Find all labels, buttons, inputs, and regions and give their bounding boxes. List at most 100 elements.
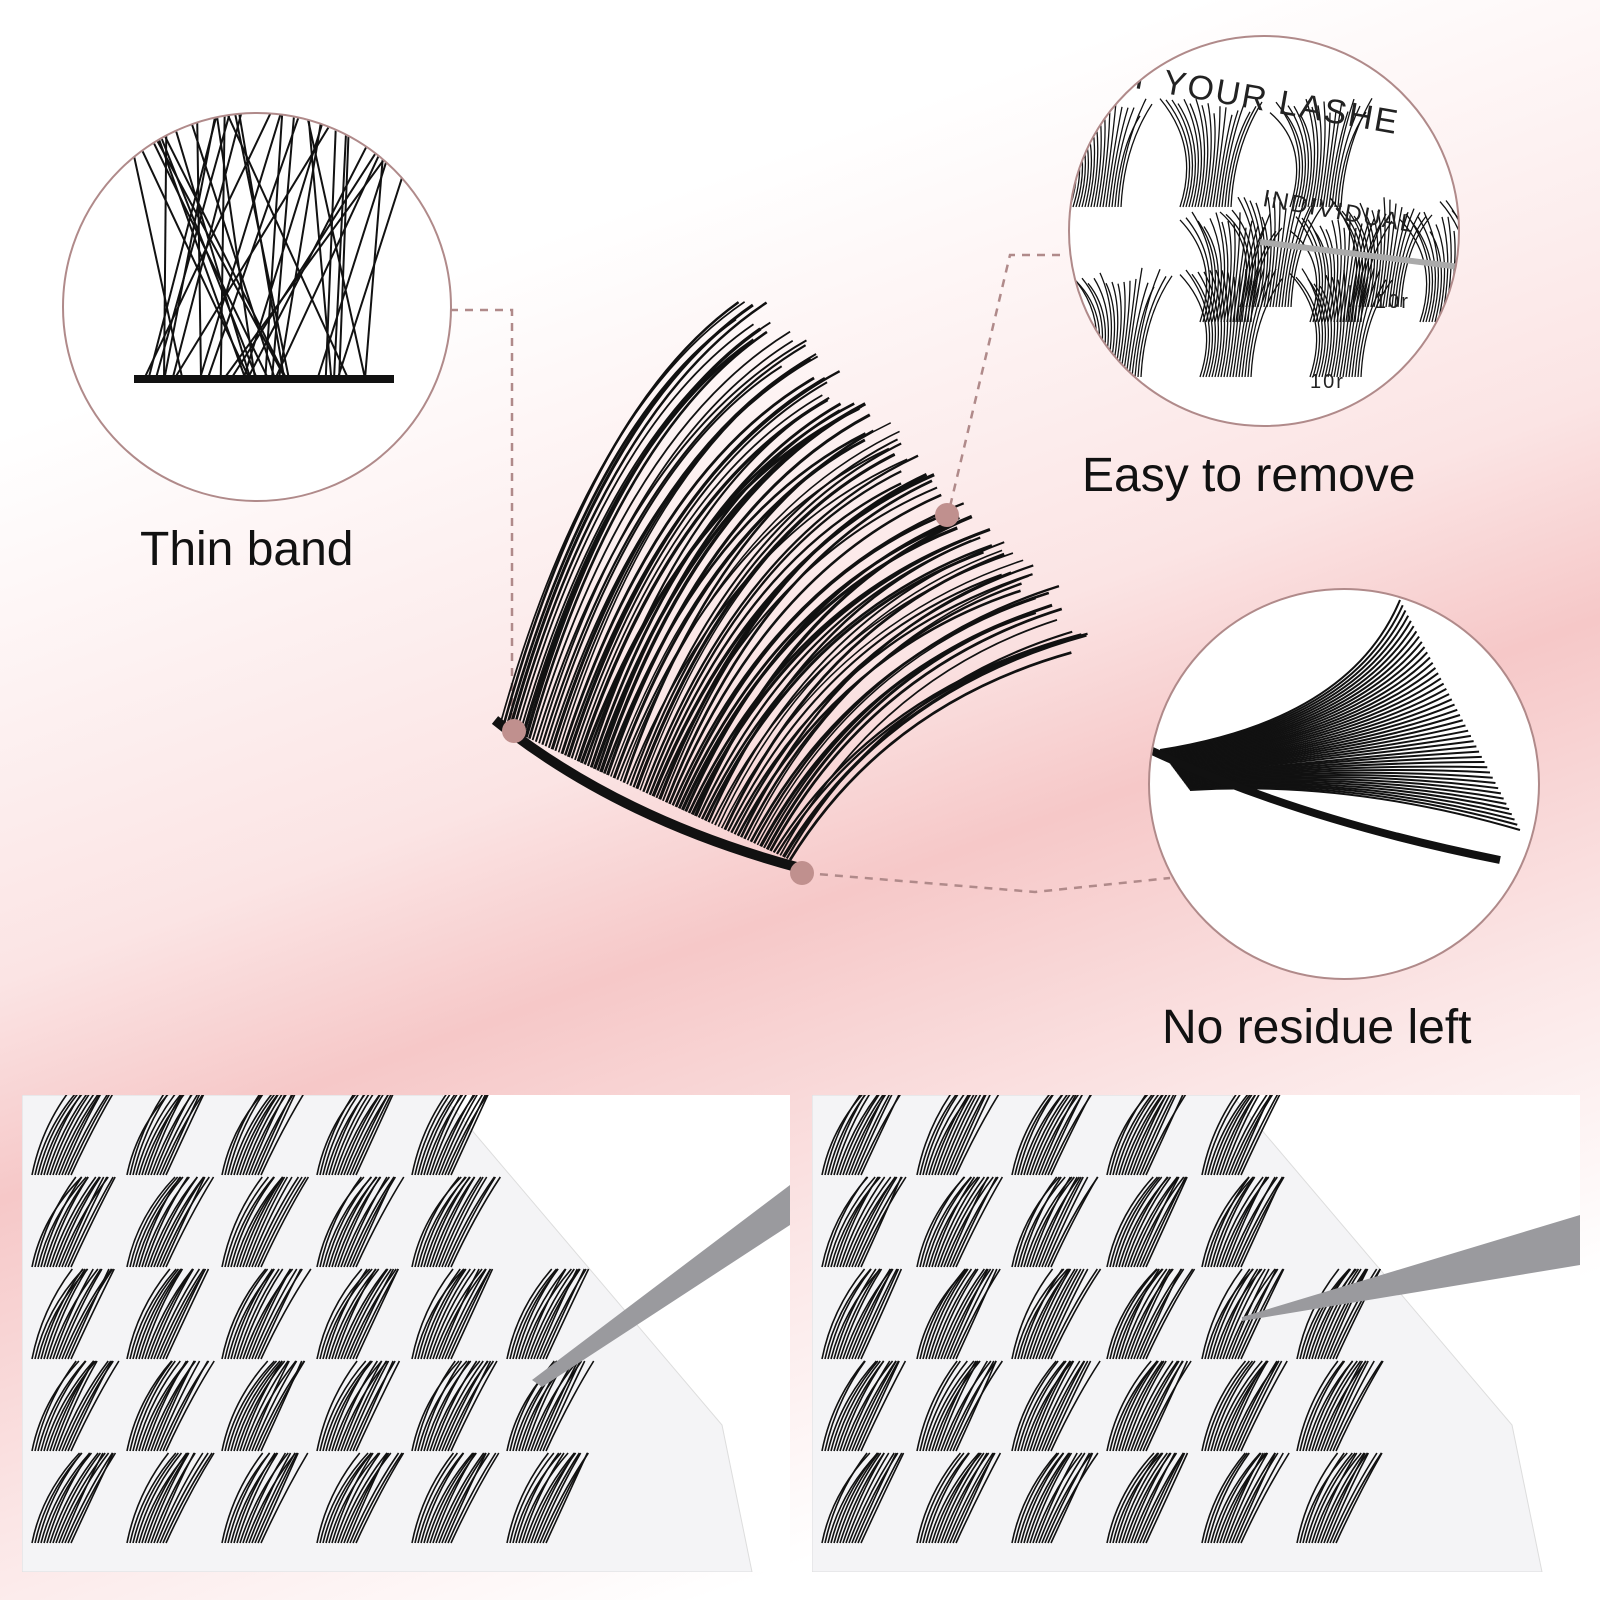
lash-strand — [717, 549, 1003, 827]
lash-strand — [916, 1452, 962, 1544]
lash-strand — [934, 1360, 977, 1452]
lash-strand — [756, 597, 1036, 846]
lash-strand — [1201, 1095, 1237, 1176]
lash-strand — [925, 1268, 969, 1360]
lash-strand — [1178, 740, 1474, 776]
lash-strand — [170, 114, 252, 380]
lash-strand — [257, 1452, 299, 1544]
lash-strand — [316, 1095, 357, 1176]
lash-strand — [352, 1095, 392, 1176]
lash-strand — [821, 1452, 871, 1544]
lash-strand — [1106, 1360, 1152, 1452]
lash-strand — [444, 1095, 488, 1176]
lash-strand — [1142, 1095, 1187, 1176]
lash-strand — [1085, 97, 1096, 208]
lash-strand — [824, 1360, 866, 1452]
lash-strand — [414, 1268, 465, 1360]
lash-strand — [417, 1268, 461, 1360]
lash-strand — [1452, 283, 1458, 323]
lash-strand — [857, 1095, 901, 1176]
lash-strand — [52, 1452, 102, 1544]
lash-strand — [542, 1268, 586, 1360]
lash-strand — [349, 1268, 395, 1360]
lash-strand — [1329, 1360, 1375, 1452]
lash-strand — [1159, 599, 1401, 751]
lash-strand — [233, 1095, 276, 1176]
lash-strand — [518, 1268, 567, 1360]
lash-strand — [1391, 208, 1415, 308]
lash-strand — [1250, 227, 1283, 323]
lash-strand — [154, 114, 231, 380]
lash-strand — [1050, 1095, 1092, 1176]
lash-strand — [1207, 1268, 1251, 1360]
lash-strand — [420, 1095, 458, 1176]
lash-strand — [37, 1176, 87, 1268]
lash-strand — [769, 607, 1063, 852]
lash-strand — [1328, 111, 1349, 208]
lash-strand — [432, 1452, 477, 1544]
lash-strand — [1224, 111, 1251, 208]
lash-strand — [1385, 206, 1403, 308]
lash-strand — [55, 1176, 101, 1268]
lash-strand — [1035, 1452, 1078, 1544]
lash-strand — [1329, 1452, 1378, 1544]
lash-strand — [257, 1176, 307, 1268]
lash-strand — [839, 1095, 880, 1176]
lash-strand — [955, 1360, 997, 1452]
lash-strand — [55, 1360, 98, 1452]
lash-strand — [788, 651, 1072, 861]
lash-strand — [153, 1360, 195, 1452]
lash-strand — [937, 1176, 986, 1268]
lash-strand — [153, 1452, 195, 1544]
lash-strand — [224, 1095, 261, 1176]
lash-strand — [1032, 1268, 1076, 1360]
lash-strand — [1017, 1452, 1064, 1544]
lash-strand — [1029, 1176, 1072, 1268]
lash-strand — [1172, 693, 1450, 768]
lash-strand — [1313, 283, 1330, 378]
lash-strand — [952, 1176, 998, 1268]
lash-strand — [144, 1452, 190, 1544]
lash-strand — [952, 1452, 995, 1544]
lash-strand — [257, 1360, 306, 1452]
lash-strand — [1081, 277, 1104, 378]
lash-strand — [1014, 1176, 1058, 1268]
lash-strand — [1160, 604, 1404, 752]
lash-strand — [955, 1095, 1000, 1176]
lash-strand — [1109, 1095, 1147, 1176]
lash-strand — [337, 1268, 388, 1360]
lash-strand — [31, 1360, 80, 1452]
lash-strand — [1020, 1452, 1065, 1544]
lash-strand — [830, 1268, 881, 1360]
lash-strand — [1108, 107, 1129, 208]
lash-strand — [1238, 270, 1259, 378]
lash-strand — [126, 1176, 176, 1268]
tweezers — [1242, 1215, 1580, 1321]
lash-strand — [1115, 1176, 1163, 1268]
lash-strand — [1176, 724, 1466, 773]
lash-strand — [1216, 1360, 1268, 1452]
lash-strand — [1241, 268, 1265, 378]
lash-strand — [1075, 280, 1101, 378]
lash-strand — [340, 1360, 383, 1452]
lash-strand — [1106, 1452, 1155, 1544]
lash-strand — [955, 1268, 998, 1360]
lash-strand — [233, 1452, 276, 1544]
lash-strand — [1218, 110, 1239, 208]
lash-strand — [860, 1360, 907, 1452]
lash-strand — [141, 1268, 184, 1360]
lash-strand — [135, 1176, 184, 1268]
lash-strand — [1334, 105, 1361, 208]
callout-dot-residue — [790, 861, 814, 885]
lash-strand — [700, 544, 993, 820]
lash-strand — [251, 1452, 296, 1544]
lash-strand — [1150, 746, 1501, 864]
lash-strand — [1050, 1268, 1102, 1360]
lash-strand — [1326, 1360, 1369, 1452]
lash-strand — [1087, 282, 1107, 378]
lash-strand — [230, 1268, 274, 1360]
lash-strand — [1112, 1176, 1161, 1268]
lash-strand — [545, 1452, 589, 1544]
lash-strand — [129, 1268, 177, 1360]
lash-strand — [1275, 101, 1301, 208]
